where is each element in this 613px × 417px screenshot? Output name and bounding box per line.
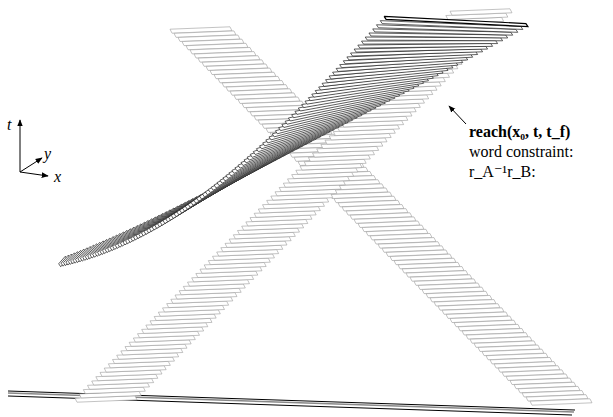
ground-line: [8, 391, 575, 410]
ascending-stack: [75, 9, 512, 402]
axes: [20, 106, 466, 176]
descending-stack: [170, 27, 592, 405]
axis-arrow: [20, 120, 21, 172]
ground-line: [8, 396, 572, 415]
axis-label: x: [52, 168, 63, 186]
axis-arrow: [20, 158, 42, 172]
word-label: r_A⁻¹r_B:: [467, 163, 538, 181]
leader-line: [449, 106, 466, 124]
reach-end-slice: [384, 16, 528, 26]
reach-label: reach(x₀, t, t_f): [467, 123, 572, 141]
slice: [384, 16, 528, 26]
slice: [450, 9, 512, 15]
constraint-label: word constraint:: [467, 143, 575, 161]
slice-stack: [59, 9, 592, 405]
axis-arrow: [20, 172, 48, 176]
ground-strip: [8, 391, 575, 415]
reach-ribbon: [59, 21, 523, 267]
slice: [530, 399, 592, 405]
slice: [362, 41, 498, 45]
axis-label: y: [42, 145, 53, 163]
axis-label: t: [5, 116, 13, 134]
